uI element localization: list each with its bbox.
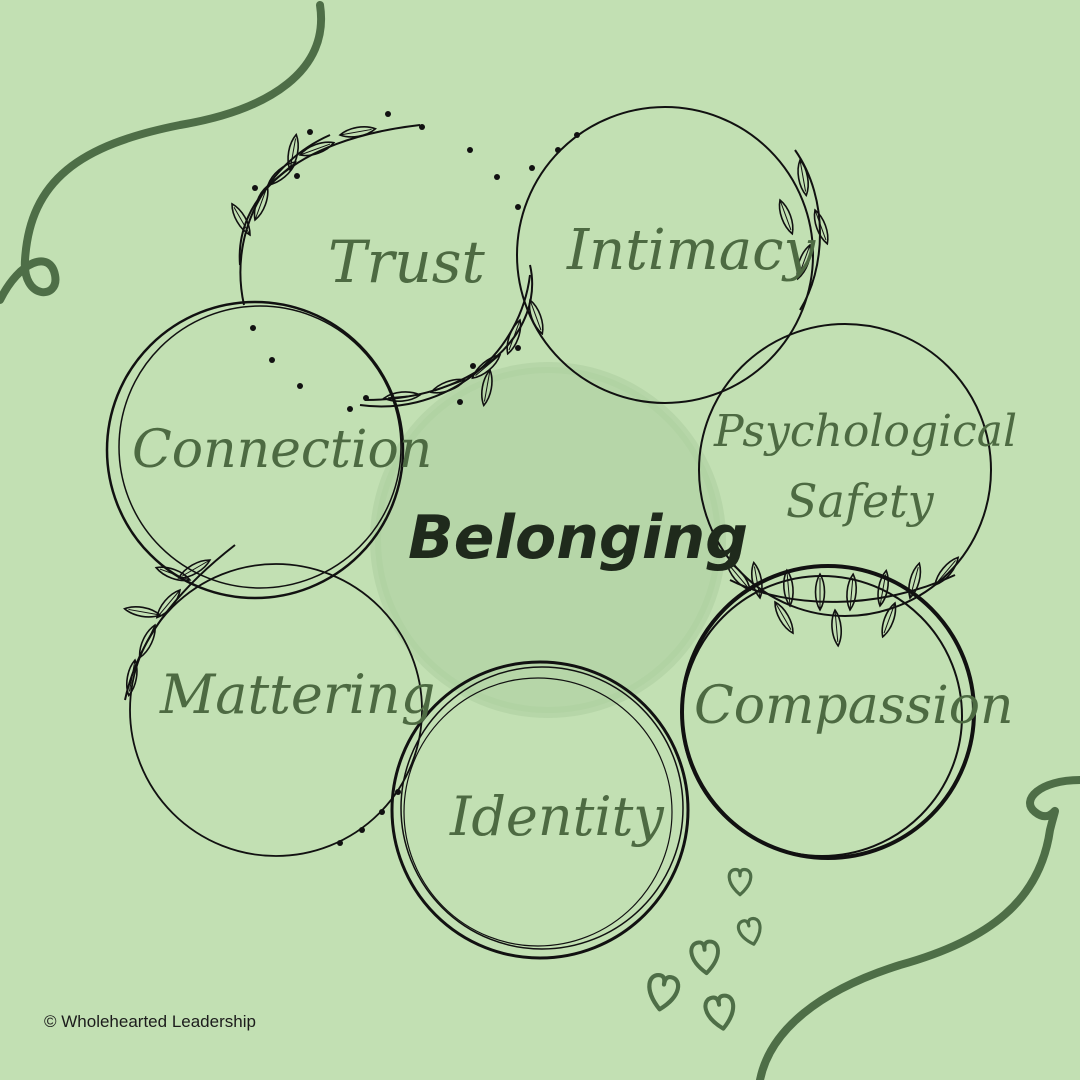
leaf-sprig-icon [363,264,548,408]
leaf-sprig-icon [122,544,236,701]
node-label-psychological: Psychological [714,406,1018,457]
trust-dotted-line [467,132,580,210]
compassion-circle [680,564,976,860]
identity-circle [390,660,690,960]
copyright-credit: © Wholehearted Leadership [44,1012,256,1031]
connection-dotted-line [250,325,353,412]
node-label-trust: Trust [328,228,485,296]
swirl-decoration-top-left [0,1,326,304]
node-label-identity: Identity [450,785,664,848]
node-label-intimacy: Intimacy [567,218,816,283]
intimacy-circle [516,106,814,404]
connection-circle [105,300,405,600]
swirl-decoration-bottom-right [756,776,1080,1080]
psychological-safety-circle [698,323,992,617]
center-blob [370,362,726,718]
center-label-belonging: Belonging [408,503,749,573]
mattering-dotted-line [337,789,401,846]
node-label-mattering: Mattering [160,663,436,726]
center-blob-ring [375,367,721,713]
node-label-compassion: Compassion [694,676,1014,736]
node-label-safety: Safety [786,474,934,528]
leaf-sprig-icon [227,111,425,266]
node-label-connection: Connection [132,420,433,480]
mattering-circle [129,563,423,857]
leaf-sprig-icon [722,553,963,648]
leaf-sprig-icon [774,149,833,311]
